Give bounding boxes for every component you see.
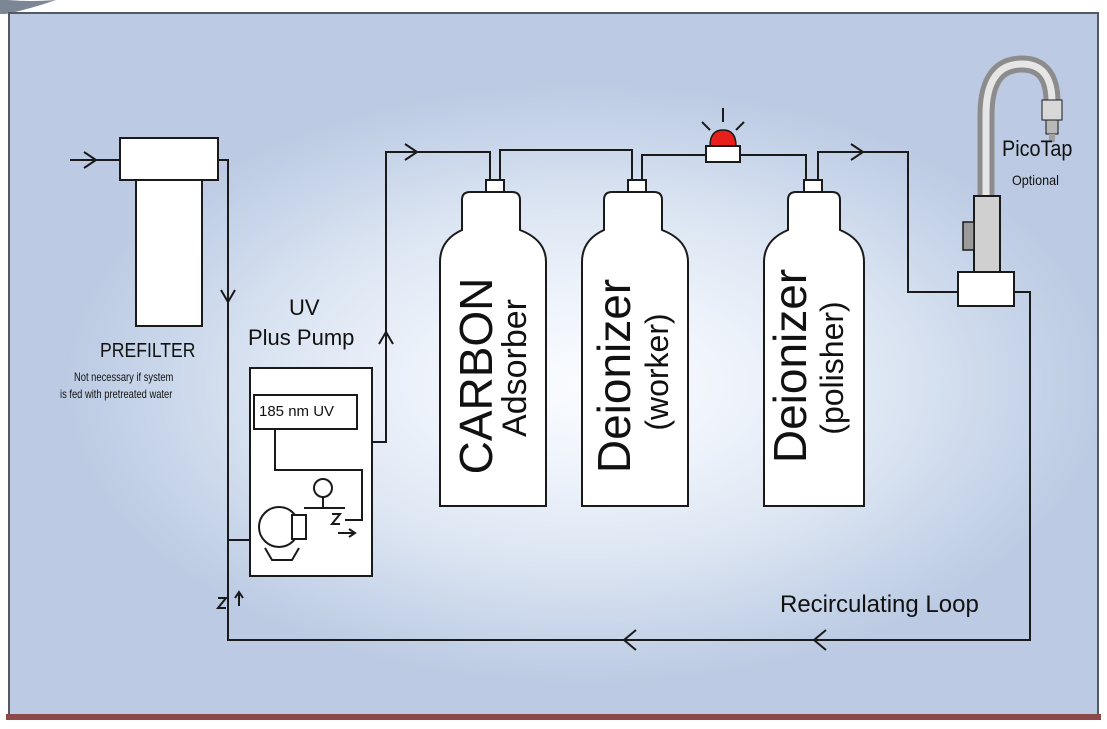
- uv-lamp-box: [253, 394, 358, 430]
- corner-swoosh: [0, 0, 56, 14]
- uv-lamp-label: 185 nm UV: [259, 403, 335, 420]
- carbon-label-line1: CARBON: [450, 277, 502, 475]
- picotap-title: PicoTap: [1002, 136, 1073, 161]
- alarm-light-icon: [701, 108, 745, 163]
- prefilter-note-line2: is fed with pretreated water: [60, 387, 173, 401]
- polisher-deionizer-canister: [763, 179, 865, 507]
- prefilter-housing: [119, 137, 219, 327]
- carbon-canister: [439, 179, 547, 507]
- check-valve-symbol: [215, 597, 229, 609]
- worker-deionizer-canister: [581, 179, 689, 507]
- loop-arrow-left: [622, 629, 637, 651]
- uv-title-line2: Plus Pump: [248, 325, 355, 350]
- outlet-arrow: [850, 143, 865, 161]
- uv-pump-unit: [249, 367, 373, 577]
- prefilter-outlet-pipe: [218, 159, 1031, 641]
- carbon-to-worker-pipe: [499, 149, 633, 182]
- polisher-label-line1: Deionizer: [764, 268, 816, 464]
- prefilter-title: PREFILTER: [100, 340, 196, 362]
- uv-title-line1: UV: [289, 295, 320, 320]
- picotap-subtitle: Optional: [1012, 172, 1059, 188]
- loop-arrow-right: [812, 629, 827, 651]
- recirculating-loop-label: Recirculating Loop: [780, 591, 979, 618]
- worker-label-line1: Deionizer: [588, 278, 640, 474]
- up-arrow: [378, 330, 394, 345]
- pressure-gauge-icon: [313, 478, 333, 498]
- uv-outlet-pipe: [357, 151, 491, 443]
- down-arrow: [220, 289, 236, 304]
- frame-bottom-edge: [6, 714, 1101, 720]
- polisher-label-line2: (polisher): [814, 301, 850, 435]
- carbon-label-line2: Adsorber: [496, 299, 534, 437]
- picotap-faucet-icon: [957, 55, 1063, 307]
- feed-arrow: [404, 143, 419, 161]
- pump-check-valve-icon: [329, 513, 343, 525]
- prefilter-note-line1: Not necessary if system: [74, 370, 174, 384]
- alarm-to-polisher-pipe: [740, 154, 807, 182]
- worker-to-polisher-pipe: [641, 154, 706, 182]
- worker-label-line2: (worker): [639, 313, 675, 431]
- polisher-outlet-pipe: [817, 151, 958, 293]
- inlet-arrow: [83, 151, 98, 169]
